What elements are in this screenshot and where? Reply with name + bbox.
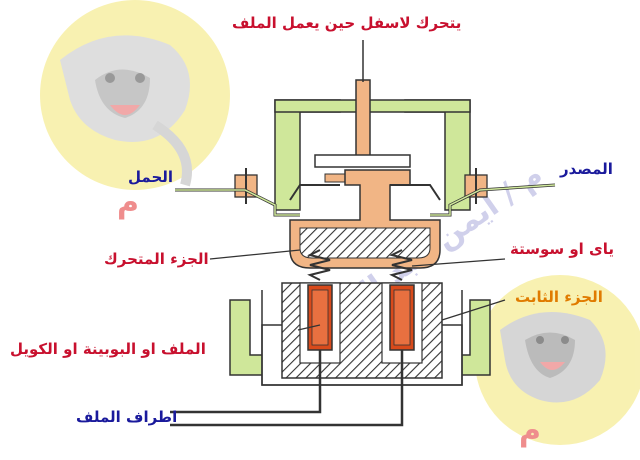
coil-wires xyxy=(170,350,404,427)
label-coil: الملف او البوبينة او الكويل xyxy=(10,340,206,358)
bridge-arm-left xyxy=(289,184,340,201)
label-source: المصدر xyxy=(560,160,613,178)
contact-terminal-right xyxy=(430,168,556,217)
leader-lines xyxy=(209,249,506,331)
fixed-core xyxy=(281,282,443,379)
bridge-arm-right xyxy=(390,184,441,201)
watermark-logo-left xyxy=(40,0,230,190)
plunger-rod xyxy=(355,79,371,161)
label-load: الحمل xyxy=(128,168,174,186)
label-moving-part: الجزء المتحرك xyxy=(104,250,209,268)
spring-right-icon xyxy=(389,249,413,281)
label-top-motion: يتحرك لاسفل حين يعمل الملف xyxy=(232,14,462,32)
coil-left xyxy=(307,284,333,351)
contact-terminal-left xyxy=(175,168,300,217)
upper-frame xyxy=(274,99,471,211)
watermark-logo-right xyxy=(475,275,640,445)
coil-right xyxy=(389,284,415,351)
armature-hatch xyxy=(299,227,431,259)
watermark-mark-right: م xyxy=(519,413,541,448)
spring-left-icon xyxy=(307,249,331,281)
label-spring: ياى او سوستة xyxy=(510,240,615,258)
watermark-mark-left: م xyxy=(117,185,139,220)
label-fixed-part: الجزء الثابت xyxy=(515,288,603,306)
label-coil-terminals: اطراف الملف xyxy=(76,408,178,426)
